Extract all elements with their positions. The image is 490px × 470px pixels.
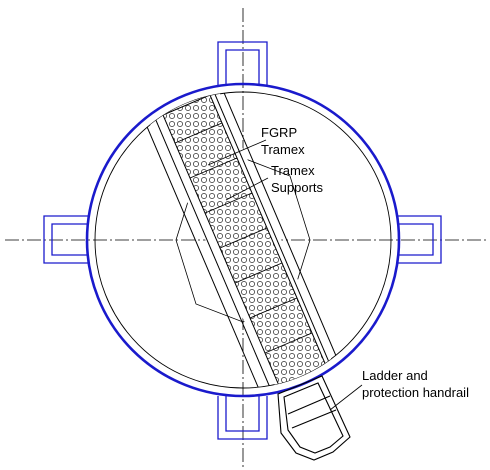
lug-bottom bbox=[217, 396, 268, 440]
label-supports: Supports bbox=[271, 180, 324, 195]
inner-wall bbox=[94, 91, 392, 389]
walkway-rails bbox=[144, 92, 349, 388]
fgrp-tramex-grating bbox=[162, 94, 331, 388]
label-ladder: Ladder and bbox=[362, 368, 428, 383]
lug-right bbox=[397, 215, 442, 264]
label-fgrp-tramex: Tramex bbox=[261, 142, 305, 157]
leader-supports bbox=[225, 177, 269, 201]
ladder-handrail bbox=[277, 375, 351, 461]
vessel-shell bbox=[85, 82, 401, 398]
lug-top bbox=[217, 41, 268, 85]
walkway-area bbox=[144, 92, 349, 388]
leader-lines bbox=[207, 139, 363, 411]
leader-fgrp bbox=[207, 139, 267, 166]
label-tramex: Tramex bbox=[271, 163, 315, 178]
lug-left bbox=[43, 215, 88, 264]
support-lugs bbox=[43, 41, 442, 440]
label-fgrp: FGRP bbox=[261, 125, 297, 140]
tramex-supports bbox=[174, 122, 313, 354]
leader-ladder bbox=[329, 384, 363, 411]
label-handrail: protection handrail bbox=[362, 385, 469, 400]
